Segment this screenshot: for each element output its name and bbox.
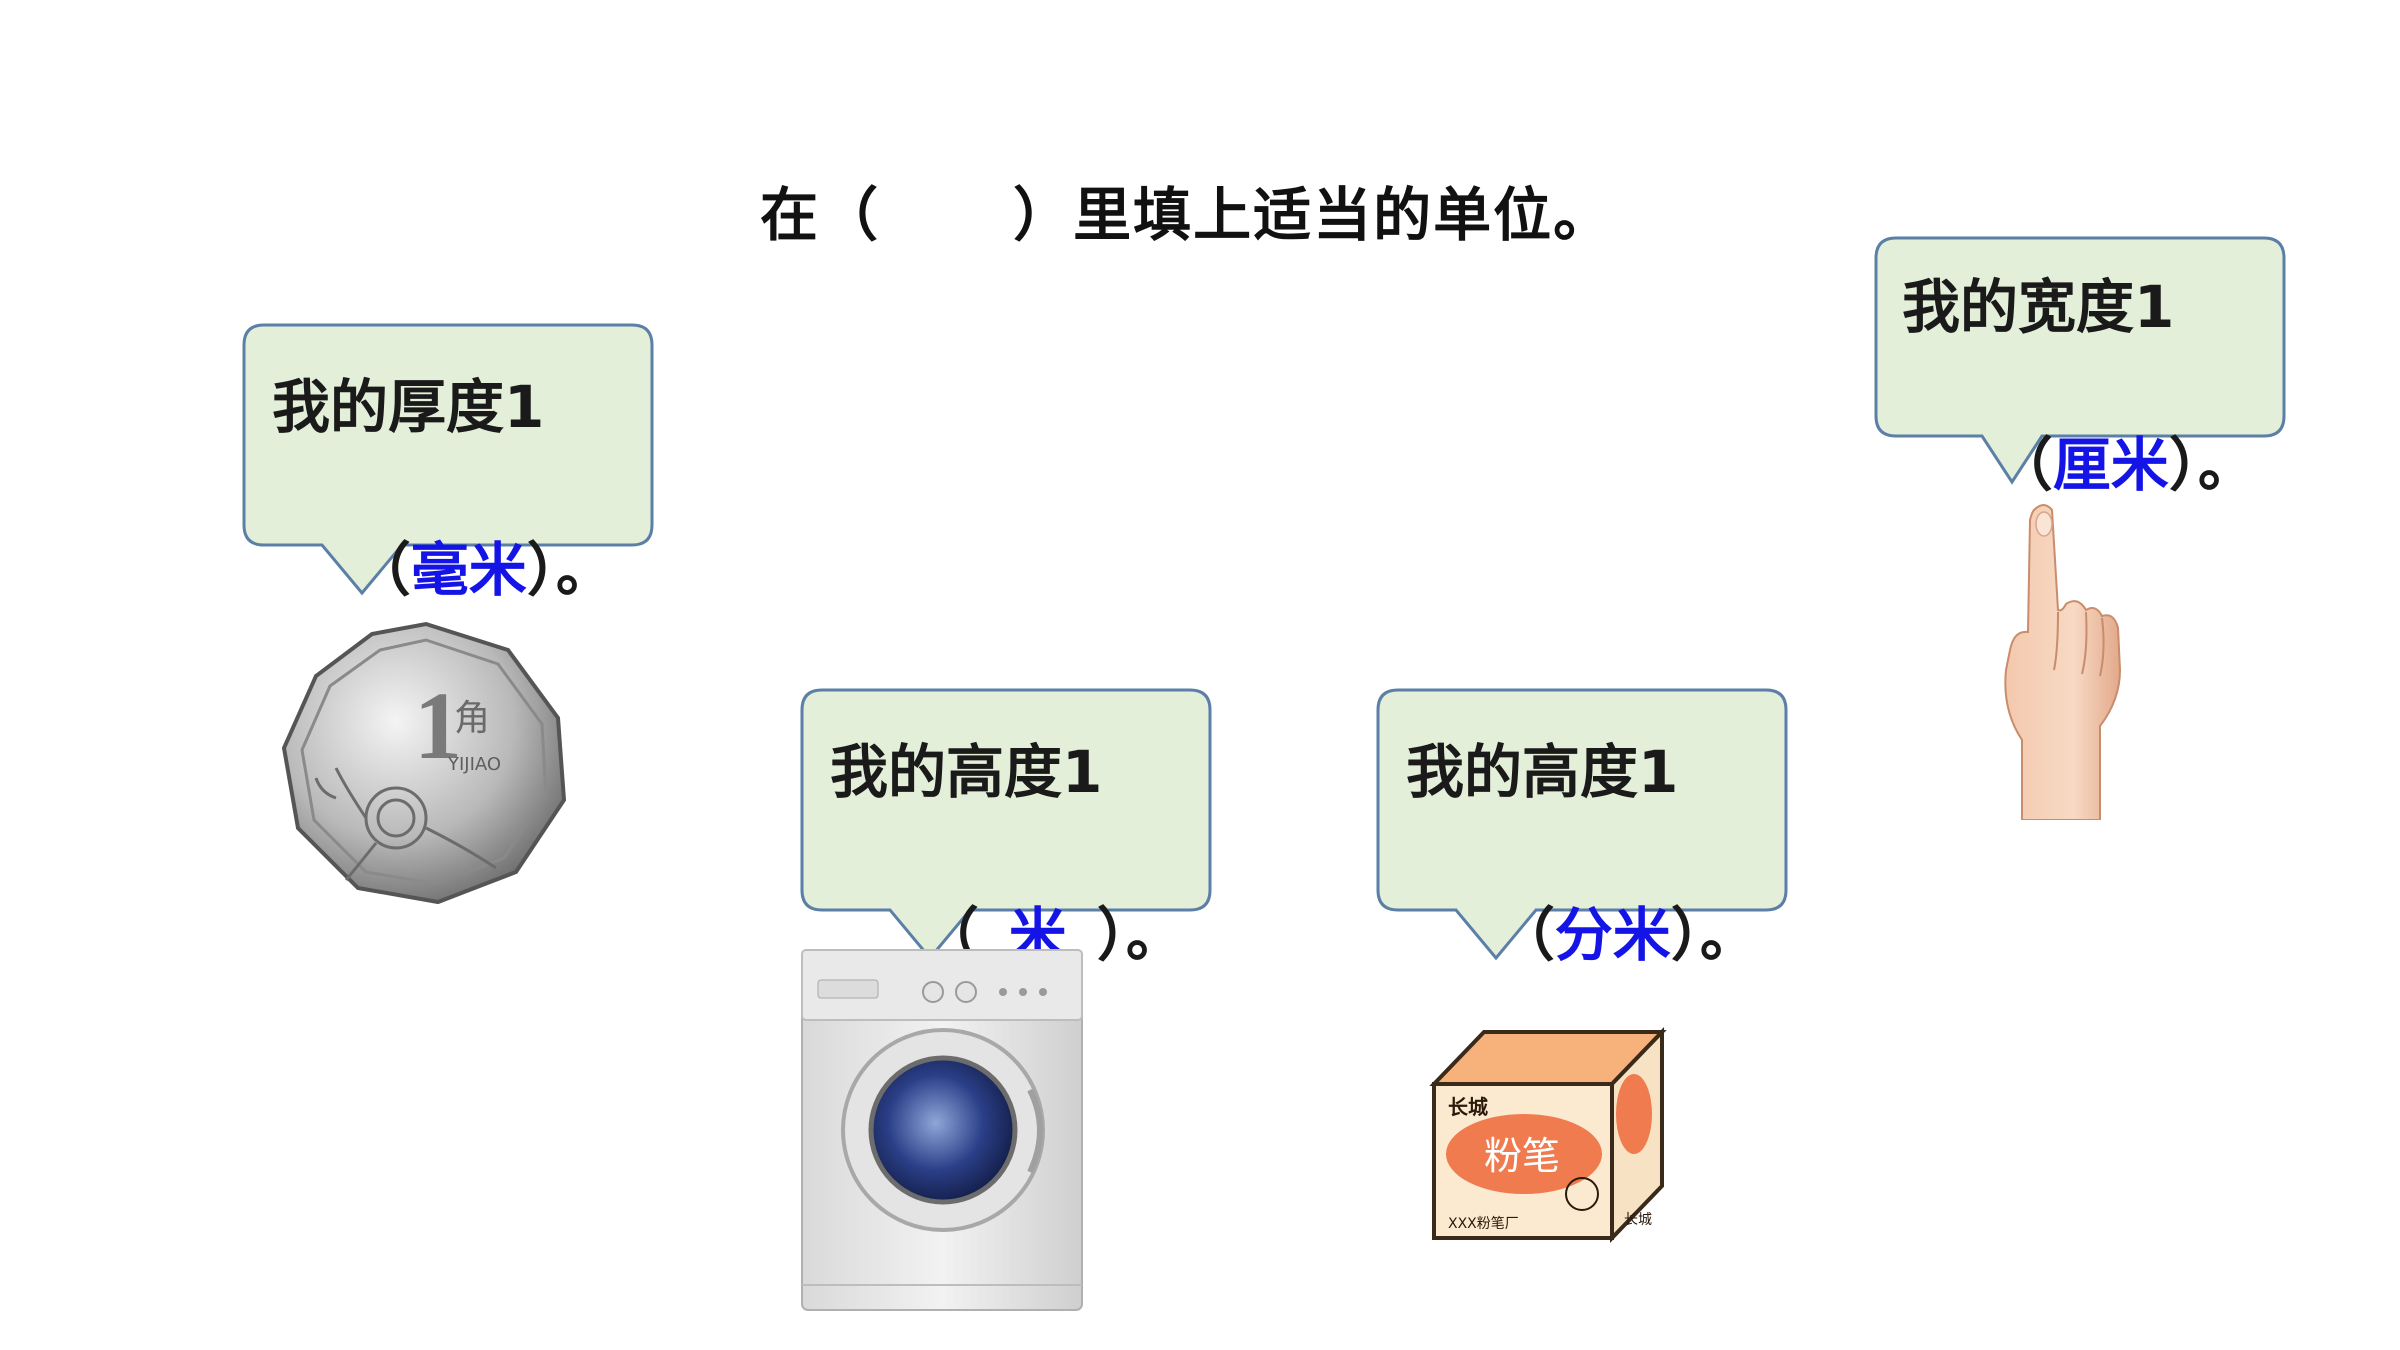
open-paren: （ bbox=[1994, 431, 2053, 499]
coin-text: YIJIAO bbox=[447, 754, 501, 775]
answer-unit: 毫米 bbox=[410, 536, 527, 604]
bubble-answer-line: （厘米）。 bbox=[1914, 350, 2256, 570]
speech-bubble-coin: 我的厚度1 （毫米）。 bbox=[242, 323, 662, 605]
coin-numeral: 1 bbox=[414, 672, 462, 779]
close-paren: ）。 bbox=[526, 536, 614, 604]
bubble-shape bbox=[242, 323, 654, 596]
pointing-finger-image bbox=[2004, 504, 2122, 820]
answer-unit: 分米 bbox=[1554, 901, 1671, 969]
bubble-answer-line: （分米）。 bbox=[1416, 820, 1758, 1040]
bubble-shape bbox=[1376, 688, 1788, 961]
bubble-shape bbox=[800, 688, 1212, 961]
chrysanthemum-icon bbox=[314, 767, 497, 881]
chalk-label: 粉笔 bbox=[1484, 1134, 1560, 1178]
chalk-maker: XXX粉笔厂 bbox=[1448, 1216, 1519, 1232]
close-paren: ）。 bbox=[2168, 431, 2256, 499]
bubble-prompt: 我的高度1 bbox=[1406, 738, 1679, 806]
bubble-answer-line: （毫米）。 bbox=[272, 455, 614, 675]
open-paren: （ bbox=[1496, 901, 1555, 969]
close-paren: ）。 bbox=[1096, 901, 1184, 969]
chalk-side: 长城 bbox=[1624, 1212, 1652, 1228]
open-paren: （ bbox=[352, 536, 411, 604]
bubble-prompt: 我的厚度1 bbox=[272, 373, 545, 441]
bubble-prompt: 我的宽度1 bbox=[1902, 273, 2175, 341]
chalk-brand: 长城 bbox=[1448, 1095, 1488, 1119]
page-title: 在（ ）里填上适当的单位。 bbox=[760, 181, 1614, 249]
speech-bubble-finger: 我的宽度1 （厘米）。 bbox=[1874, 236, 2294, 499]
one-jiao-coin-image: 1 角 YIJIAO bbox=[281, 621, 567, 905]
logo-icon bbox=[1565, 1177, 1599, 1211]
speech-bubble-chalk: 我的高度1 （分米）。 bbox=[1376, 688, 1796, 970]
bubble-prompt: 我的高度1 bbox=[830, 738, 1103, 806]
speech-bubble-washer: 我的高度1 （米）。 bbox=[800, 688, 1220, 970]
chalk-box-image: 长城 粉笔 XXX粉笔厂 长城 bbox=[1429, 1027, 1667, 1243]
answer-unit: 厘米 bbox=[2052, 431, 2169, 499]
bubble-shape bbox=[1874, 236, 2286, 485]
coin-char: 角 bbox=[454, 698, 490, 739]
washing-machine-image bbox=[801, 949, 1083, 1311]
close-paren: ）。 bbox=[1670, 901, 1758, 969]
